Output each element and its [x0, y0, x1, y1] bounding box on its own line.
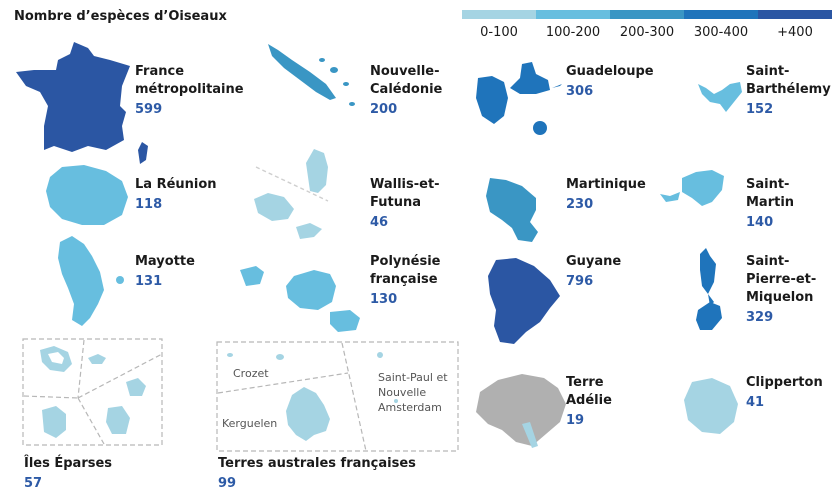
territory-value: 152 — [746, 102, 774, 117]
territory-name: Mayotte — [135, 254, 195, 269]
saint-barthelemy-shape — [698, 82, 742, 112]
legend-label-300-400: 300-400 — [693, 25, 749, 40]
saint-martin-shape — [660, 170, 724, 206]
territory-name: Saint-Barthélemy — [746, 64, 831, 97]
territory-value: 230 — [566, 197, 594, 212]
territory-value: 118 — [135, 197, 163, 212]
sublabel-crozet: Crozet — [233, 367, 269, 380]
legend-swatch-400-plus — [758, 10, 832, 19]
saint-pierre-miquelon-shape — [696, 248, 722, 330]
legend-item-200-300: 200-300 — [610, 10, 684, 40]
legend-item-300-400: 300-400 — [684, 10, 758, 40]
clipperton-shape — [684, 378, 738, 434]
territory-name: France métropolitaine — [135, 64, 244, 97]
guadeloupe-shape — [476, 62, 562, 135]
legend-label-400-plus: +400 — [777, 25, 813, 40]
territory-value: 306 — [566, 84, 594, 99]
sublabel-saint-paul: Saint-Paul et Nouvelle Amsterdam — [378, 371, 448, 414]
france-shape — [16, 42, 148, 164]
territory-name: Polynésie française — [370, 254, 441, 287]
legend-item-0-100: 0-100 — [462, 10, 536, 40]
legend-label-200-300: 200-300 — [619, 25, 675, 40]
territory-value: 796 — [566, 274, 594, 289]
la-reunion-shape — [46, 165, 128, 225]
legend-swatch-300-400 — [684, 10, 758, 19]
territory-value: 200 — [370, 102, 398, 117]
label-martinique: Martinique 230 — [566, 176, 646, 214]
legend-item-100-200: 100-200 — [536, 10, 610, 40]
label-la-reunion: La Réunion 118 — [135, 176, 217, 214]
territory-name: Îles Éparses — [24, 456, 113, 471]
label-polynesie: Polynésie française 130 — [370, 253, 450, 309]
legend-label-0-100: 0-100 — [480, 25, 518, 40]
label-saint-pierre-miquelon: Saint-Pierre-et-Miquelon 329 — [746, 253, 828, 327]
polynesie-shape — [240, 266, 360, 332]
label-terre-adelie: Terre Adélie 19 — [566, 374, 616, 430]
mayotte-shape — [58, 236, 124, 326]
label-iles-eparses: Îles Éparses 57 — [24, 455, 112, 493]
territory-name: Saint-Martin — [746, 177, 795, 210]
territory-value: 130 — [370, 292, 398, 307]
territory-value: 57 — [24, 476, 43, 491]
territory-value: 599 — [135, 102, 163, 117]
territory-value: 140 — [746, 215, 774, 230]
nouvelle-caledonie-shape — [268, 44, 355, 106]
territory-value: 131 — [135, 274, 163, 289]
legend-swatch-200-300 — [610, 10, 684, 19]
legend-item-400-plus: +400 — [758, 10, 832, 40]
label-france: France métropolitaine 599 — [135, 63, 245, 119]
map-title: Nombre d’espèces d’Oiseaux — [14, 9, 227, 24]
legend: 0-100 100-200 200-300 300-400 +400 — [462, 10, 832, 40]
territory-name: La Réunion — [135, 177, 217, 192]
label-nouvelle-caledonie: Nouvelle-Calédonie 200 — [370, 63, 450, 119]
label-terres-australes: Terres australes françaises 99 — [218, 455, 416, 493]
territory-name: Terres australes françaises — [218, 456, 416, 471]
territory-value: 19 — [566, 413, 585, 428]
label-guadeloupe: Guadeloupe 306 — [566, 63, 654, 101]
label-clipperton: Clipperton 41 — [746, 374, 823, 412]
terre-adelie-shape — [476, 374, 566, 448]
territory-name: Clipperton — [746, 375, 823, 390]
sublabel-kerguelen: Kerguelen — [222, 417, 278, 430]
legend-swatch-0-100 — [462, 10, 536, 19]
martinique-shape — [486, 178, 538, 242]
label-wallis-futuna: Wallis-et-Futuna 46 — [370, 176, 446, 232]
iles-eparses-shape — [22, 338, 163, 446]
territory-name: Guadeloupe — [566, 64, 654, 79]
guyane-shape — [488, 258, 560, 344]
territory-value: 41 — [746, 395, 765, 410]
label-mayotte: Mayotte 131 — [135, 253, 195, 291]
label-guyane: Guyane 796 — [566, 253, 621, 291]
label-saint-martin: Saint-Martin 140 — [746, 176, 806, 232]
territory-value: 99 — [218, 476, 237, 491]
territory-value: 329 — [746, 310, 774, 325]
territory-name: Saint-Pierre-et-Miquelon — [746, 254, 817, 305]
terres-australes-shape — [216, 341, 459, 452]
territory-name: Martinique — [566, 177, 646, 192]
territory-name: Wallis-et-Futuna — [370, 177, 440, 210]
wallis-et-futuna-shape — [254, 149, 329, 239]
legend-swatch-100-200 — [536, 10, 610, 19]
legend-label-100-200: 100-200 — [545, 25, 601, 40]
territory-value: 46 — [370, 215, 389, 230]
territory-name: Guyane — [566, 254, 622, 269]
territory-name: Nouvelle-Calédonie — [370, 64, 443, 97]
territory-name: Terre Adélie — [566, 375, 612, 408]
label-saint-barthelemy: Saint-Barthélemy 152 — [746, 63, 831, 119]
